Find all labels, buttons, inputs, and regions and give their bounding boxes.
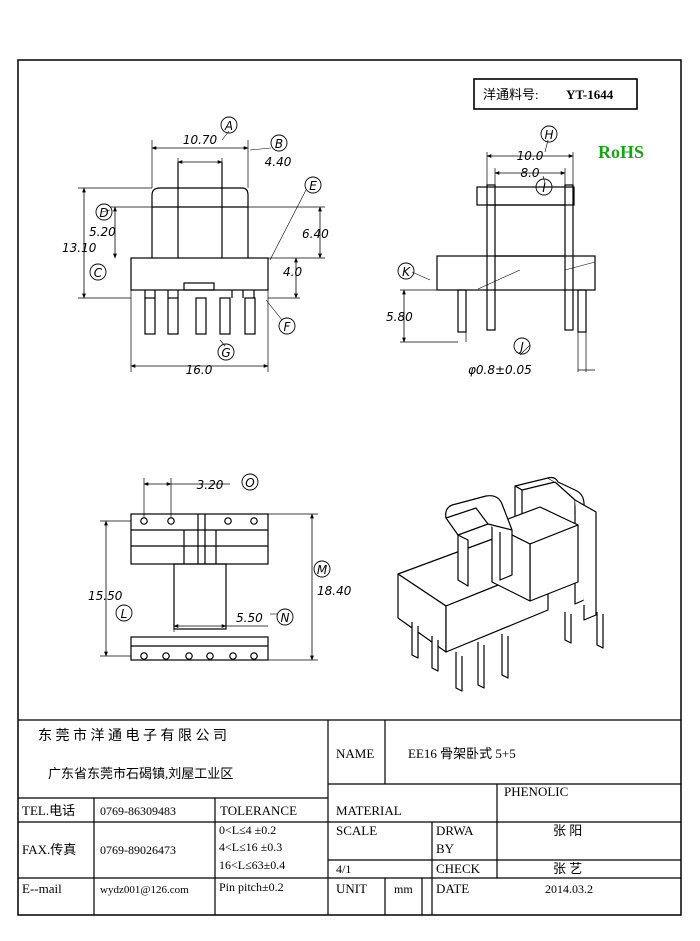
- company-address: 广东省东莞市石碣镇,刘屋工业区: [48, 766, 233, 781]
- callout-B: B: [275, 137, 283, 151]
- drawn-label-2: BY: [436, 841, 455, 856]
- tel-value: 0769-86309483: [100, 804, 176, 818]
- callout-N: N: [281, 611, 290, 625]
- dim-4-0: 4.0: [283, 265, 302, 279]
- callout-G: G: [221, 346, 230, 360]
- callout-K: K: [402, 265, 411, 279]
- tolerance-line-4: Pin pitch±0.2: [219, 880, 284, 894]
- callout-H: H: [544, 128, 553, 142]
- company-name: 东 莞 市 洋 通 电 子 有 限 公 司: [38, 727, 227, 744]
- name-label: NAME: [336, 746, 374, 761]
- name-value: EE16 骨架卧式 5+5: [408, 746, 516, 761]
- check-label: CHECK: [436, 861, 481, 876]
- dim-18-40: 18.40: [317, 584, 352, 598]
- callout-E: E: [309, 179, 317, 193]
- email-label: E--mail: [22, 881, 62, 896]
- tolerance-line-3: 16<L≤63±0.4: [219, 858, 285, 872]
- part-number-label: 洋通料号:: [483, 87, 539, 102]
- tolerance-line-2: 4<L≤16 ±0.3: [219, 840, 282, 854]
- dim-pin-diameter: φ0.8±0.05: [468, 363, 532, 377]
- dim-10-70: 10.70: [183, 133, 218, 147]
- callout-A: A: [224, 119, 233, 133]
- front-view: [78, 130, 325, 372]
- check-value: 张 艺: [553, 861, 582, 876]
- callout-F: F: [284, 320, 292, 334]
- callout-J: J: [518, 340, 524, 354]
- email-value: wydz001@126.com: [100, 884, 189, 896]
- material-value: PHENOLIC: [504, 784, 568, 799]
- side-view: [400, 139, 596, 372]
- scale-label: SCALE: [336, 823, 377, 838]
- title-block-text: 东 莞 市 洋 通 电 子 有 限 公 司 广东省东莞市石碣镇,刘屋工业区 NA…: [22, 727, 593, 896]
- side-view-labels: H I K J 10.0 8.0 5.80 φ0.8±0.05: [386, 125, 558, 377]
- callout-C: C: [94, 266, 103, 280]
- part-number-value: YT-1644: [566, 87, 614, 102]
- front-view-labels: A B E D C F G 10.70 4.40 13.10 5.20 6.40…: [62, 116, 329, 377]
- rohs-mark: RoHS: [598, 142, 644, 162]
- tolerance-line-1: 0<L≤4 ±0.2: [219, 823, 276, 837]
- date-label: DATE: [436, 881, 469, 896]
- drawn-label-1: DRWA: [436, 823, 474, 838]
- callout-O: O: [245, 476, 254, 490]
- unit-value: mm: [394, 882, 413, 896]
- tel-label: TEL.电话: [22, 803, 75, 818]
- fax-label: FAX.传真: [22, 842, 76, 857]
- dim-5-80: 5.80: [386, 310, 413, 324]
- date-value: 2014.03.2: [545, 882, 593, 896]
- callout-D: D: [99, 206, 108, 220]
- callout-I: I: [542, 181, 546, 195]
- isometric-view: [397, 476, 604, 692]
- dim-8-0: 8.0: [520, 166, 539, 180]
- dim-5-50: 5.50: [236, 611, 263, 625]
- bottom-view: [100, 478, 318, 661]
- callout-M: M: [317, 563, 328, 577]
- dim-6-40: 6.40: [302, 227, 329, 241]
- tolerance-label: TOLERANCE: [220, 803, 297, 818]
- dim-13-10: 13.10: [62, 241, 97, 255]
- dim-10-0: 10.0: [517, 149, 544, 163]
- title-block: [18, 719, 681, 915]
- sheet-border: [17, 59, 682, 916]
- fax-value: 0769-89026473: [100, 843, 176, 857]
- dim-3-20: 3.20: [197, 478, 224, 492]
- unit-label: UNIT: [336, 881, 367, 896]
- dim-16-0: 16.0: [186, 363, 213, 377]
- drawn-value: 张 阳: [553, 823, 582, 838]
- dim-5-20: 5.20: [89, 225, 116, 239]
- dim-4-40: 4.40: [265, 155, 292, 169]
- callout-L: L: [121, 607, 128, 621]
- dim-15-50: 15.50: [88, 589, 123, 603]
- bottom-view-labels: O M L N 3.20 15.50 18.40 5.50: [88, 473, 352, 626]
- material-label: MATERIAL: [336, 803, 402, 818]
- part-number-box: 洋通料号: YT-1644: [473, 78, 638, 110]
- scale-value: 4/1: [336, 862, 351, 876]
